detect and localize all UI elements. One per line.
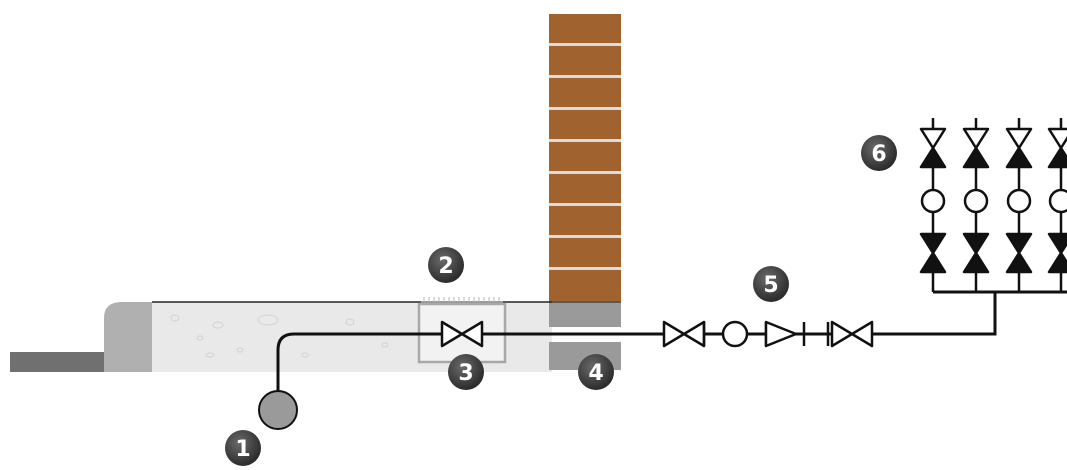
distribution-branch-2 [962, 118, 990, 292]
callout-label-6: 6 [871, 142, 886, 167]
distribution-branch-3 [1005, 118, 1033, 292]
callout-label-1: 1 [235, 437, 250, 462]
meter-inlet-valve-icon [662, 320, 706, 348]
callout-badge-1: 1 [225, 430, 261, 466]
callout-label-4: 4 [588, 361, 603, 386]
brick-wall [549, 14, 621, 301]
curb-stop-valve-icon [440, 320, 484, 348]
callout-label-2: 2 [438, 254, 453, 279]
valve-box-lid-grate [421, 297, 503, 303]
meter-outlet-valve-icon [826, 320, 874, 348]
callout-badge-3: 3 [448, 354, 484, 390]
road-surface [10, 352, 110, 372]
curb [104, 302, 152, 372]
check-valve-icon [764, 320, 806, 348]
callout-badge-5: 5 [753, 266, 789, 302]
callout-badge-4: 4 [578, 354, 614, 390]
service-pipe [276, 292, 997, 392]
callout-badge-6: 6 [861, 135, 897, 171]
distribution-branch-4 [1047, 118, 1067, 292]
water-meter-icon [721, 320, 749, 348]
wall-sleeve-upper [549, 303, 621, 327]
callout-label-3: 3 [458, 361, 473, 386]
meter-assembly [662, 320, 874, 348]
callout-badge-2: 2 [428, 247, 464, 283]
water-main [258, 390, 298, 430]
callout-label-5: 5 [763, 273, 778, 298]
distribution-branch-1 [919, 118, 947, 292]
gravel-texture [170, 314, 389, 358]
